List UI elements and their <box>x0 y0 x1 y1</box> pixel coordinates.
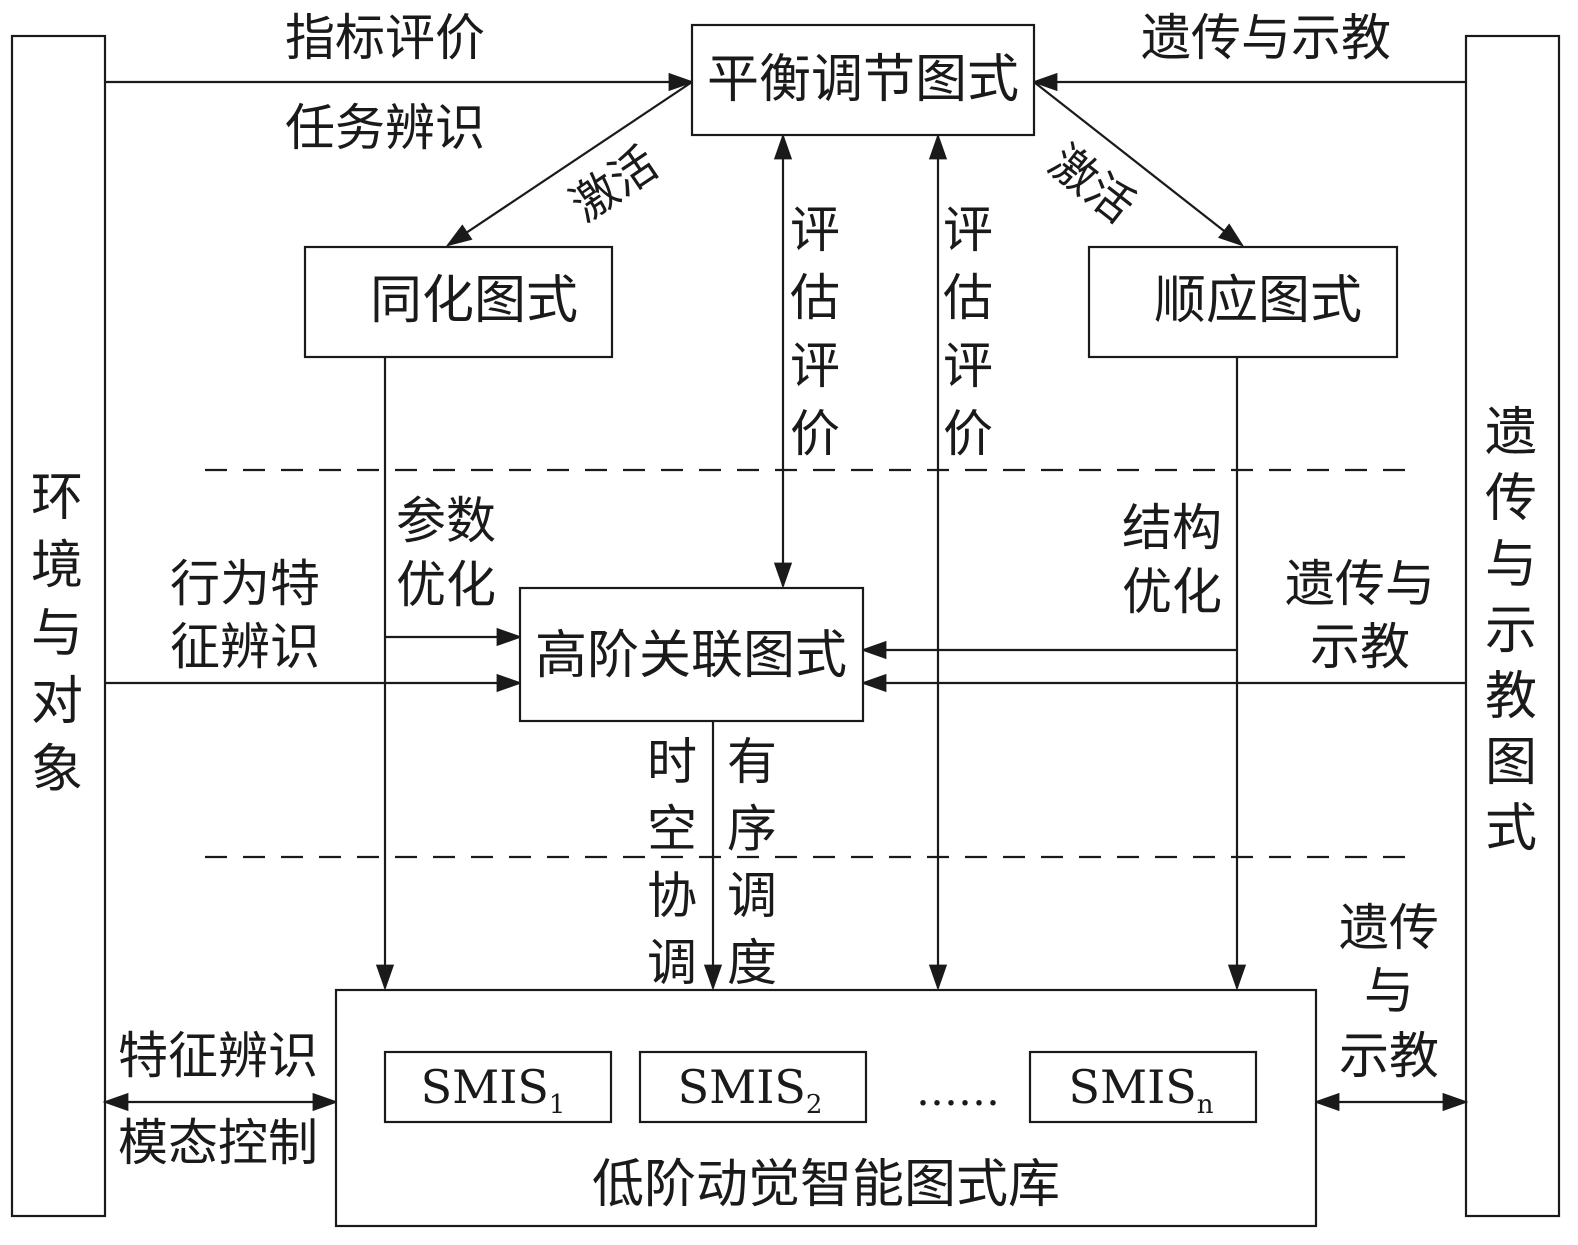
accommodation-schema-box <box>1087 245 1399 359</box>
balance-schema-label: 平衡调节图式 <box>707 50 1019 110</box>
high-order-schema-label: 高阶关联图式 <box>535 626 847 686</box>
smis-2-label: SMIS2 <box>678 1060 823 1120</box>
arrow-activate-assimilation <box>445 81 693 247</box>
assimilation-schema-label: 同化图式 <box>370 271 578 331</box>
arrow-activate-accommodation <box>1033 81 1245 247</box>
label-modal-control: 模态控制 <box>118 1114 318 1172</box>
smis-1-box <box>383 1050 613 1124</box>
label-genetic-low-3: 示教 <box>1339 1027 1439 1085</box>
environment-object-label: 环境与对象 <box>31 468 83 800</box>
smis-n-label: SMISn <box>1068 1060 1213 1120</box>
environment-object-bar <box>10 34 107 1218</box>
smis-1-label: SMIS1 <box>421 1060 566 1120</box>
smis-ellipsis: …… <box>916 1066 1000 1115</box>
label-struct-opt: 结构优化 <box>1122 499 1222 621</box>
label-eval-right: 评估评价 <box>943 201 993 463</box>
balance-schema-box <box>690 23 1036 137</box>
label-genetic-teaching-top: 遗传与示教 <box>1141 9 1391 67</box>
label-task-ident: 任务辨识 <box>285 99 485 157</box>
smis-n-box <box>1028 1050 1258 1124</box>
accommodation-schema-label: 顺应图式 <box>1154 271 1362 331</box>
label-genetic-teaching-mid: 遗传与示教 <box>1285 555 1435 676</box>
high-order-schema-box <box>518 586 865 723</box>
label-genetic-low-2: 与 <box>1364 962 1414 1020</box>
label-behavior-ident: 行为特征辨识 <box>170 555 320 676</box>
label-ordered-scheduling: 有序调度 <box>727 733 777 992</box>
smis-2-box <box>638 1050 868 1124</box>
label-feature-ident: 特征辨识 <box>118 1027 318 1085</box>
assimilation-schema-box <box>303 245 614 359</box>
label-activate-left: 激活 <box>561 136 667 232</box>
label-index-eval: 指标评价 <box>285 9 485 67</box>
label-genetic-low-1: 遗传 <box>1339 899 1439 957</box>
genetic-teaching-schema-label: 遗传与示教图式 <box>1485 403 1537 859</box>
label-param-opt: 参数优化 <box>396 492 496 614</box>
low-order-library-label: 低阶动觉智能图式库 <box>592 1155 1060 1215</box>
genetic-teaching-schema-bar <box>1464 34 1561 1218</box>
label-spatiotemporal-coord: 时空协调 <box>647 733 697 992</box>
label-activate-right: 激活 <box>1039 134 1145 233</box>
label-eval-left: 评估评价 <box>790 201 840 463</box>
